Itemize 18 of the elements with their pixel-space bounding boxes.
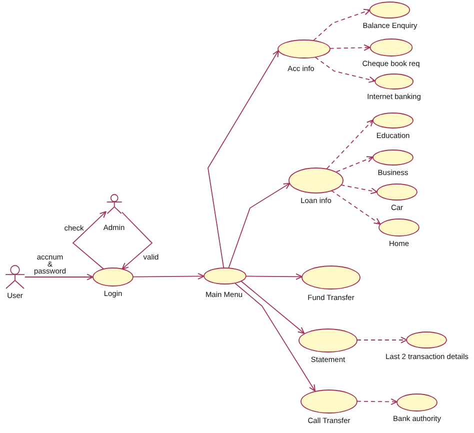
dashed-arrow [330, 190, 381, 225]
arrow [246, 273, 302, 280]
arrow [240, 280, 305, 334]
dashed-arrow [340, 184, 378, 194]
dashed-arrow [314, 56, 376, 83]
arrow [228, 182, 290, 269]
arrow [208, 50, 279, 268]
dashed-arrow [312, 8, 370, 42]
dashed-arrow [356, 398, 398, 406]
dashed-arrow [336, 156, 374, 172]
dashed-arrow [326, 120, 374, 170]
dashed-arrow [329, 44, 370, 51]
arrow [132, 272, 204, 280]
arrow [122, 212, 153, 270]
dashed-arrow [356, 336, 408, 344]
arrow [72, 211, 106, 270]
arrow [234, 282, 316, 392]
arrow [24, 274, 94, 280]
